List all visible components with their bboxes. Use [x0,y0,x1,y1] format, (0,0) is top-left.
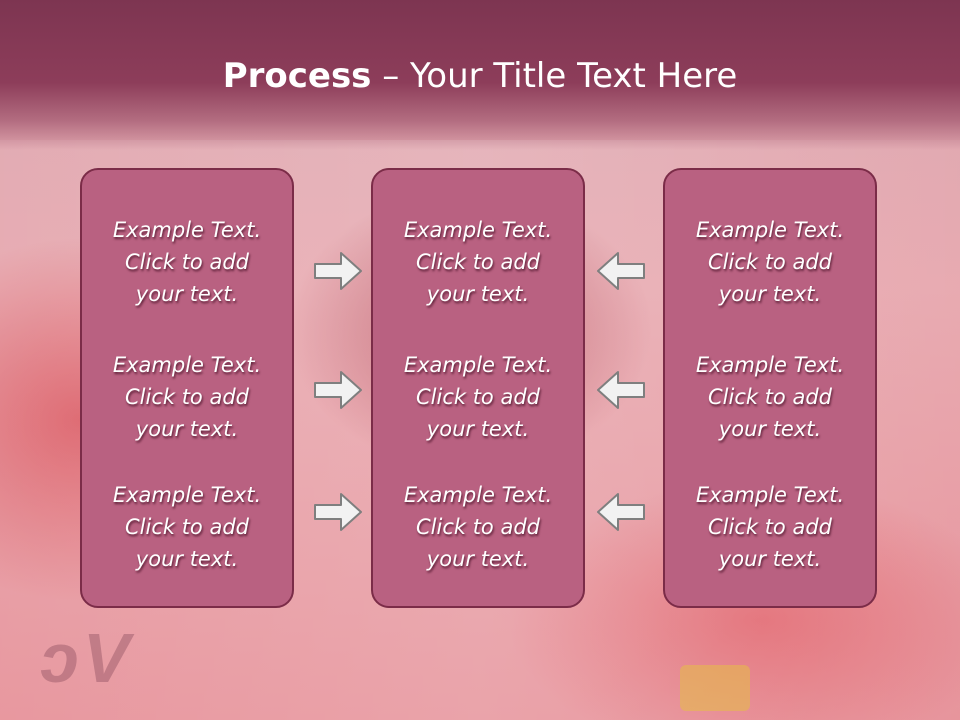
background-emblem [680,665,750,711]
text-placeholder[interactable]: Example Text. Click to add your text. [403,218,553,306]
left-arrow-icon[interactable] [596,370,646,410]
right-arrow-icon[interactable] [313,251,363,291]
left-arrow-icon[interactable] [596,251,646,291]
title-rest: – Your Title Text Here [371,56,738,96]
process-panel-2[interactable]: Example Text. Click to add your text. Ex… [371,168,585,608]
text-placeholder[interactable]: Example Text. Click to add your text. [695,353,845,441]
text-placeholder[interactable]: Example Text. Click to add your text. [403,483,553,571]
text-placeholder[interactable]: Example Text. Click to add your text. [112,353,262,441]
title-bold: Process [222,56,372,96]
process-panel-3[interactable]: Example Text. Click to add your text. Ex… [663,168,877,608]
text-placeholder[interactable]: Example Text. Click to add your text. [403,353,553,441]
left-arrow-icon[interactable] [596,492,646,532]
text-placeholder[interactable]: Example Text. Click to add your text. [695,483,845,571]
text-placeholder[interactable]: Example Text. Click to add your text. [112,483,262,571]
text-placeholder[interactable]: Example Text. Click to add your text. [112,218,262,306]
right-arrow-icon[interactable] [313,370,363,410]
process-panel-1[interactable]: Example Text. Click to add your text. Ex… [80,168,294,608]
right-arrow-icon[interactable] [313,492,363,532]
title-bar [0,0,960,150]
slide-title[interactable]: Process – Your Title Text Here [0,54,960,98]
text-placeholder[interactable]: Example Text. Click to add your text. [695,218,845,306]
background-logo: ɔV [40,619,134,697]
